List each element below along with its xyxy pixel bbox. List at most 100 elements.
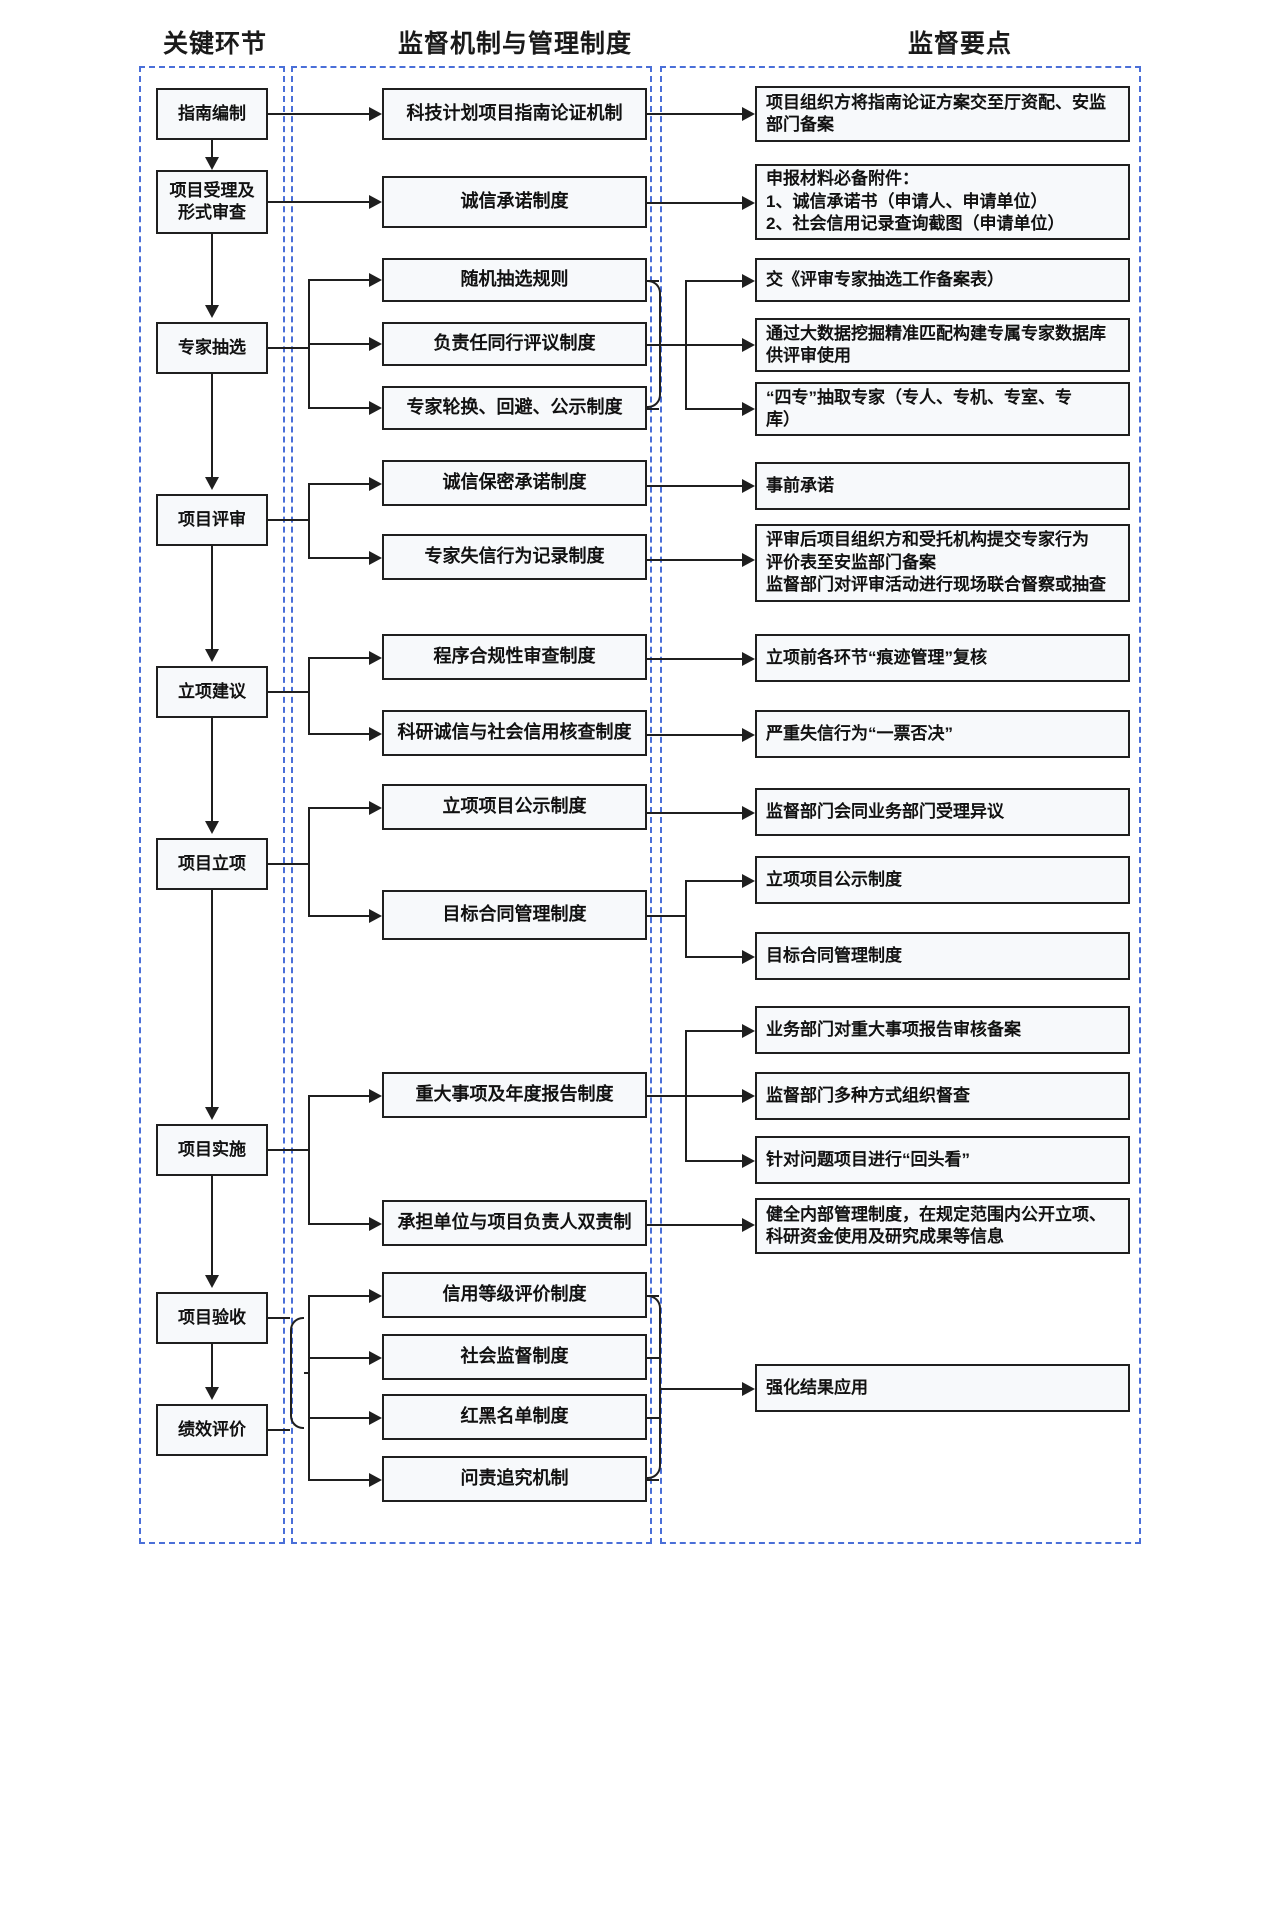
mech-dual-responsibility[interactable]: 承担单位与项目负责人双责制 <box>382 1200 647 1246</box>
mech-accountability[interactable]: 问责追究机制 <box>382 1456 647 1502</box>
point-label: 业务部门对重大事项报告审核备案 <box>766 1019 1021 1039</box>
link-mech-to-point <box>647 1357 659 1359</box>
link-branch <box>308 1357 369 1359</box>
link-branch <box>308 807 369 809</box>
mech-expert-dishonesty[interactable]: 专家失信行为记录制度 <box>382 534 647 580</box>
column-header-mechanisms: 监督机制与管理制度 <box>397 30 632 58</box>
point-target-contract[interactable]: 目标合同管理制度 <box>755 932 1130 980</box>
point-approval-publicity[interactable]: 立项项目公示制度 <box>755 856 1130 904</box>
link-branch <box>308 915 369 917</box>
point-four-special[interactable]: “四专”抽取专家（专人、专机、专室、专 库） <box>755 382 1130 436</box>
point-major-report-filing[interactable]: 业务部门对重大事项报告审核备案 <box>755 1006 1130 1054</box>
point-label: 项目组织方将指南论证方案交至厅资配、安监 部门备案 <box>766 92 1106 134</box>
stage-connector <box>211 140 213 157</box>
link-merge-brace <box>290 1317 304 1429</box>
mech-social-supervision[interactable]: 社会监督制度 <box>382 1334 647 1380</box>
point-bigdata-expertdb[interactable]: 通过大数据挖掘精准匹配构建专属专家数据库 供评审使用 <box>755 318 1130 372</box>
link-mech-to-point <box>647 202 742 204</box>
stage-arrow-down <box>205 1275 219 1288</box>
link-branch <box>308 1223 369 1225</box>
link-mech-to-point <box>647 1095 685 1097</box>
mech-label: 程序合规性审查制度 <box>433 646 596 667</box>
point-label: 立项前各环节“痕迹管理”复核 <box>766 647 987 667</box>
mech-label: 红黑名单制度 <box>460 1406 569 1427</box>
link-merge-stem <box>661 1388 742 1390</box>
point-label: 针对问题项目进行“回头看” <box>766 1149 970 1169</box>
link-mech-to-point <box>647 1224 742 1226</box>
stage-acceptance-review[interactable]: 项目受理及 形式审查 <box>156 170 268 234</box>
mech-approval-publicity[interactable]: 立项项目公示制度 <box>382 784 647 830</box>
link-branch <box>685 1030 742 1032</box>
link-branch <box>685 956 742 958</box>
stage-guide-drafting[interactable]: 指南编制 <box>156 88 268 140</box>
stage-label: 绩效评价 <box>178 1419 246 1439</box>
mech-target-contract[interactable]: 目标合同管理制度 <box>382 890 647 940</box>
point-one-vote-veto[interactable]: 严重失信行为“一票否决” <box>755 710 1130 758</box>
link-arrow <box>369 1289 382 1303</box>
link-arrow <box>742 728 755 742</box>
link-branch <box>685 1095 742 1097</box>
mech-peer-review[interactable]: 负责任同行评议制度 <box>382 322 647 366</box>
mech-random-selection[interactable]: 随机抽选规则 <box>382 258 647 302</box>
stage-approval-proposal[interactable]: 立项建议 <box>156 666 268 718</box>
point-application-annex[interactable]: 申报材料必备附件： 1、诚信承诺书（申请人、申请单位） 2、社会信用记录查询截图… <box>755 164 1130 240</box>
link-branch-trunk <box>308 1095 310 1225</box>
mech-guide-argumentation[interactable]: 科技计划项目指南论证机制 <box>382 88 647 140</box>
mech-label: 诚信保密承诺制度 <box>442 472 587 493</box>
lane-mechanisms <box>291 66 652 1544</box>
point-trace-management[interactable]: 立项前各环节“痕迹管理”复核 <box>755 634 1130 682</box>
stage-project-implement[interactable]: 项目实施 <box>156 1124 268 1176</box>
link-arrow <box>742 196 755 210</box>
link-branch-trunk <box>308 807 310 915</box>
link-arrow <box>369 1351 382 1365</box>
stage-arrow-down <box>205 1107 219 1120</box>
link-mech-to-point <box>647 1417 659 1419</box>
mech-procedure-compliance[interactable]: 程序合规性审查制度 <box>382 634 647 680</box>
point-label: 严重失信行为“一票否决” <box>766 723 953 743</box>
stage-performance-eval[interactable]: 绩效评价 <box>156 1404 268 1456</box>
point-label: 通过大数据挖掘精准匹配构建专属专家数据库 供评审使用 <box>766 323 1106 365</box>
mech-label: 社会监督制度 <box>460 1346 569 1367</box>
link-mech-to-point <box>647 485 742 487</box>
link-arrow <box>369 195 382 209</box>
mech-research-credit[interactable]: 科研诚信与社会信用核查制度 <box>382 710 647 756</box>
point-prior-commitment[interactable]: 事前承诺 <box>755 462 1130 510</box>
link-arrow <box>742 950 755 964</box>
link-arrow <box>742 1218 755 1232</box>
point-strengthen-results[interactable]: 强化结果应用 <box>755 1364 1130 1412</box>
link-merge-stem <box>661 344 685 346</box>
mech-credit-rating[interactable]: 信用等级评价制度 <box>382 1272 647 1318</box>
point-selection-record[interactable]: 交《评审专家抽选工作备案表） <box>755 258 1130 302</box>
link-merge-brace <box>647 280 661 408</box>
lane-key-steps <box>139 66 285 1544</box>
link-stage-to-mech <box>268 113 369 115</box>
link-arrow <box>369 727 382 741</box>
point-multi-inspection[interactable]: 监督部门多种方式组织督查 <box>755 1072 1130 1120</box>
stage-connector <box>211 374 213 477</box>
mech-integrity-pledge[interactable]: 诚信承诺制度 <box>382 176 647 228</box>
mech-major-annual-report[interactable]: 重大事项及年度报告制度 <box>382 1072 647 1118</box>
link-arrow <box>742 1024 755 1038</box>
stage-arrow-down <box>205 305 219 318</box>
mech-label: 科技计划项目指南论证机制 <box>406 103 623 124</box>
point-look-back[interactable]: 针对问题项目进行“回头看” <box>755 1136 1130 1184</box>
mech-expert-rotation[interactable]: 专家轮换、回避、公示制度 <box>382 386 647 430</box>
stage-expert-selection[interactable]: 专家抽选 <box>156 322 268 374</box>
link-arrow <box>369 1089 382 1103</box>
link-stage-to-mech <box>268 201 369 203</box>
mech-redblack-list[interactable]: 红黑名单制度 <box>382 1394 647 1440</box>
link-branch <box>308 343 369 345</box>
stage-project-review[interactable]: 项目评审 <box>156 494 268 546</box>
point-objection-handling[interactable]: 监督部门会同业务部门受理异议 <box>755 788 1130 836</box>
mech-label: 诚信承诺制度 <box>460 191 569 212</box>
link-branch <box>308 1295 369 1297</box>
link-mech-to-point <box>647 915 685 917</box>
link-mech-to-point <box>647 344 659 346</box>
point-guide-filing[interactable]: 项目组织方将指南论证方案交至厅资配、安监 部门备案 <box>755 86 1130 142</box>
mech-confidentiality[interactable]: 诚信保密承诺制度 <box>382 460 647 506</box>
stage-project-approval[interactable]: 项目立项 <box>156 838 268 890</box>
point-internal-management[interactable]: 健全内部管理制度，在规定范围内公开立项、 科研资金使用及研究成果等信息 <box>755 1198 1130 1254</box>
point-post-review-filing[interactable]: 评审后项目组织方和受托机构提交专家行为 评价表至安监部门备案 监督部门对评审活动… <box>755 524 1130 602</box>
link-arrow <box>369 801 382 815</box>
stage-project-acceptance[interactable]: 项目验收 <box>156 1292 268 1344</box>
